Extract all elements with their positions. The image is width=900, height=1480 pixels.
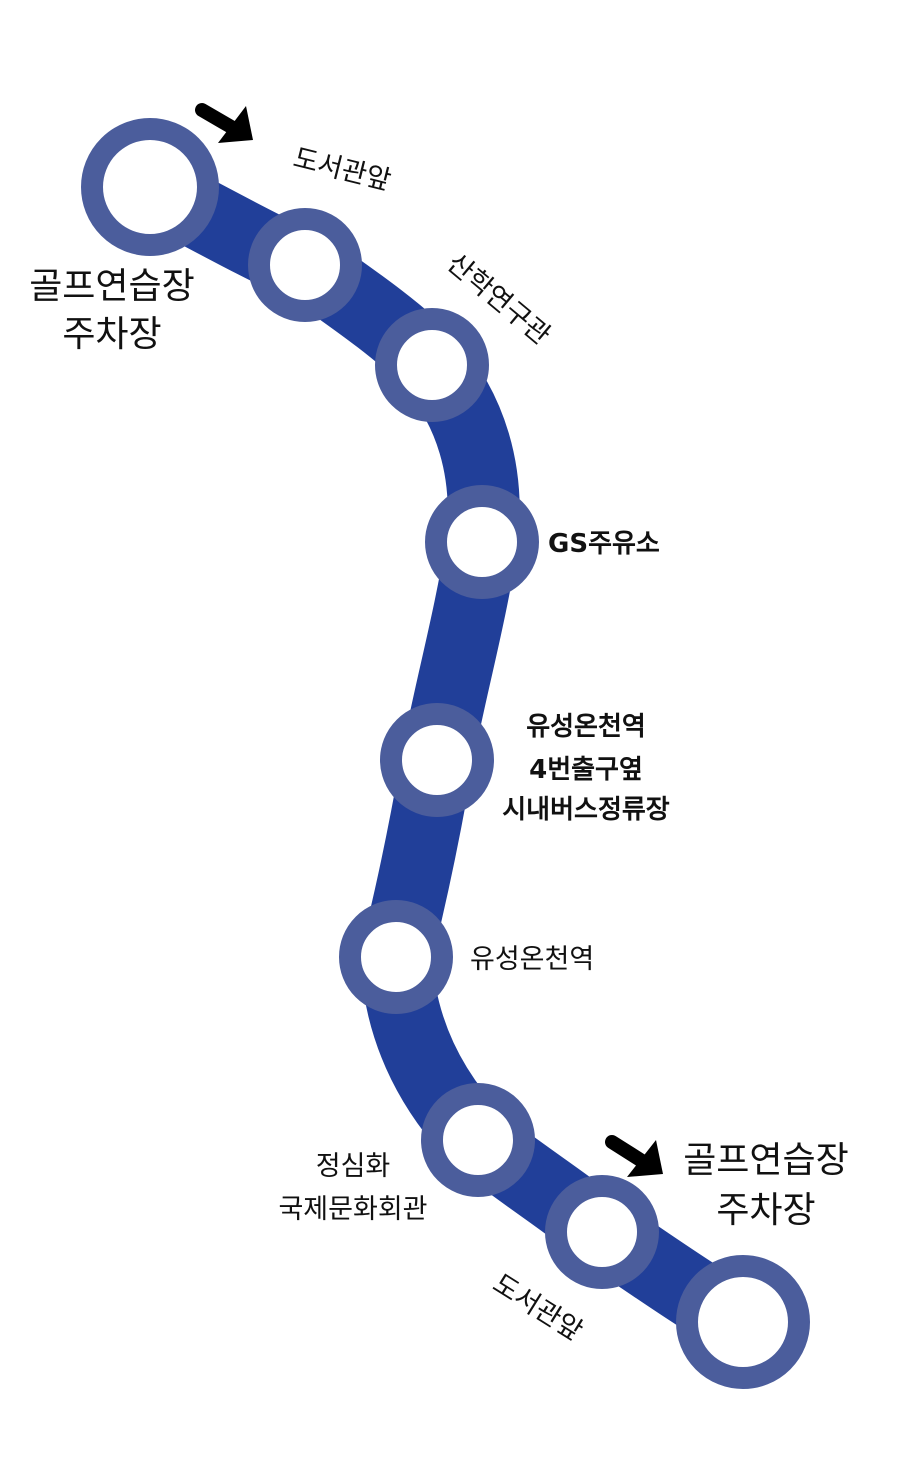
stop-label: 정심화	[316, 1151, 391, 1182]
stop-marker	[339, 900, 453, 1014]
stop-label: 도서관앞	[290, 143, 394, 197]
stop-label: 4번출구옆	[529, 755, 643, 785]
stop-label: 국제문화회관	[278, 1194, 427, 1225]
stop-label: 골프연습장	[29, 266, 195, 307]
stop-label: 주차장	[62, 314, 161, 355]
stop-marker	[375, 308, 489, 422]
stop-label: 시내버스정류장	[502, 795, 670, 825]
stop-label: 유성온천역	[526, 712, 646, 742]
stop-label: 유성온천역	[470, 944, 594, 975]
stop-marker	[676, 1255, 810, 1389]
stop-label: 골프연습장	[683, 1140, 849, 1181]
stop-marker	[248, 208, 362, 322]
arrow-icon	[605, 1135, 663, 1177]
stop-marker	[421, 1083, 535, 1197]
stop-marker	[425, 485, 539, 599]
stop-marker	[81, 118, 219, 256]
stop-marker	[380, 703, 494, 817]
stop-label: GS주유소	[548, 529, 660, 559]
stop-marker	[545, 1175, 659, 1289]
stop-label: 주차장	[716, 1190, 815, 1231]
arrow-icon	[195, 103, 253, 143]
